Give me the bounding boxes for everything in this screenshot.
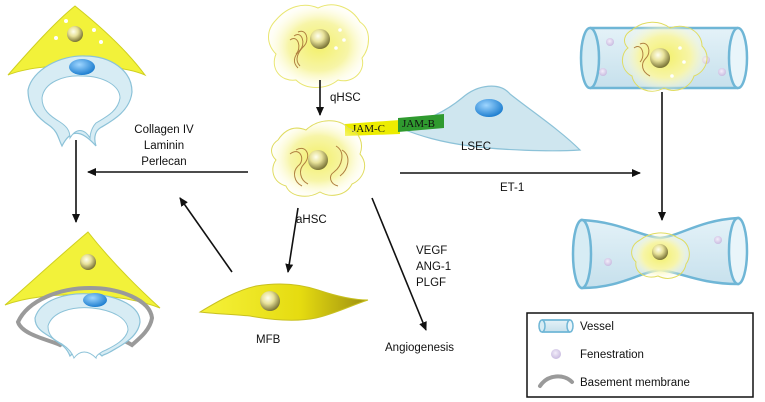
ahsc-label: aHSC xyxy=(296,214,327,226)
mfb-label: MFB xyxy=(256,334,281,346)
bottom-left-sinusoid-cell xyxy=(4,231,161,360)
jam-c-label: JAM-C xyxy=(352,123,385,135)
legend-label-vessel: Vessel xyxy=(580,321,614,333)
arrow-mfb-to-left xyxy=(179,197,233,273)
factor-item: VEGF xyxy=(416,245,447,257)
matrix-item: Collagen IV xyxy=(134,124,194,136)
factor-item: PLGF xyxy=(416,277,446,289)
arrows xyxy=(72,80,666,331)
bottom-right-vessel xyxy=(571,216,749,290)
matrix-components: Collagen IV Laminin Perlecan xyxy=(134,124,194,168)
top-right-vessel xyxy=(579,21,749,92)
matrix-item: Laminin xyxy=(144,140,184,152)
top-left-sinusoid-cell xyxy=(7,5,147,148)
lsec-label: LSEC xyxy=(461,141,491,153)
legend-label-fenestration: Fenestration xyxy=(580,349,644,361)
arrow-ahsc-to-mfb xyxy=(285,207,299,273)
legend-label-basement-membrane: Basement membrane xyxy=(580,377,690,389)
ahsc-cell xyxy=(271,120,365,197)
angiogenesis-label: Angiogenesis xyxy=(385,342,454,354)
factor-item: ANG-1 xyxy=(416,261,451,273)
legend: Vessel Fenestration Basement membrane xyxy=(526,312,754,398)
vessel-icon xyxy=(538,319,574,333)
qhsc-cell xyxy=(268,4,369,88)
jam-adhesion-bar: JAM-C JAM-B xyxy=(345,114,444,136)
angiogenic-factors: VEGF ANG-1 PLGF xyxy=(416,245,451,289)
et1-label: ET-1 xyxy=(500,182,524,194)
jam-b-label: JAM-B xyxy=(402,118,435,130)
fenestration-icon xyxy=(551,349,561,359)
basement-membrane-icon xyxy=(538,374,574,388)
arrow-ahsc-to-angiogenesis xyxy=(371,197,427,331)
matrix-item: Perlecan xyxy=(141,156,186,168)
mfb-cell xyxy=(198,283,369,321)
qhsc-label: qHSC xyxy=(330,92,361,104)
lsec-cell xyxy=(398,85,582,152)
